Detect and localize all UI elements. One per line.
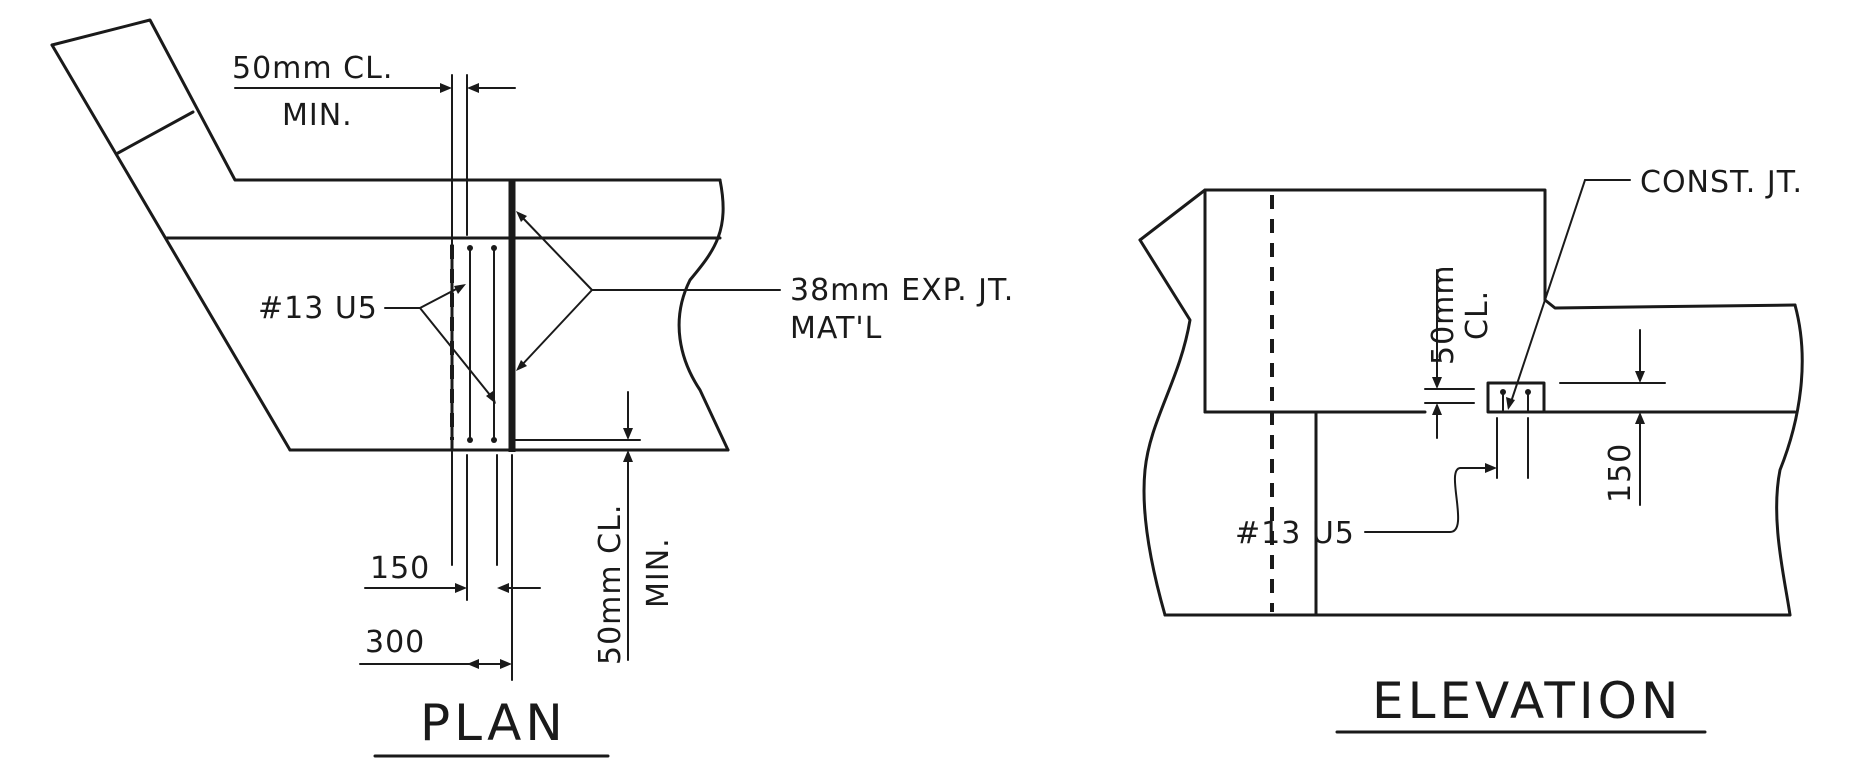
plan-clear-top-min-label: MIN. [282,98,353,133]
elev-bar-label: #13 U5 [1235,516,1355,551]
plan-dim-150: 150 [370,551,430,586]
plan-caption: PLAN [420,694,567,752]
wall-right-break [1775,303,1804,617]
break-line-right [677,178,730,452]
elev-dim-150: 150 [1603,443,1638,503]
plan-clear-side-label: 50mm CL. [593,504,628,665]
wingwall-outline-lower [50,43,452,452]
elev-clear-label: 50mm [1426,264,1461,365]
wingwall-break-line [116,110,195,155]
elev-const-joint-label: CONST. JT. [1640,165,1803,200]
elevation-view: CONST. JT. 50mm CL. 150 #13 U5 ELEVATION [1138,165,1804,734]
plan-clear-side-min-label: MIN. [641,537,676,608]
plan-view: 50mm CL. MIN. #13 U5 38mm EXP. JT. MAT'L… [50,18,1014,758]
plan-bar-label: #13 U5 [258,291,378,326]
plan-clear-top-label: 50mm CL. [232,51,393,86]
wingwall-outline [50,18,722,182]
plan-exp-joint-label: 38mm EXP. JT. [790,273,1014,308]
plan-exp-joint-matl-label: MAT'L [790,311,882,346]
wall-left-break [1138,238,1192,617]
plan-dim-300: 300 [365,625,425,660]
elevation-caption: ELEVATION [1372,672,1682,730]
u-bar-box [1486,381,1546,414]
wall-outline [1138,188,1797,310]
elev-clear-cl-label: CL. [1460,290,1495,340]
